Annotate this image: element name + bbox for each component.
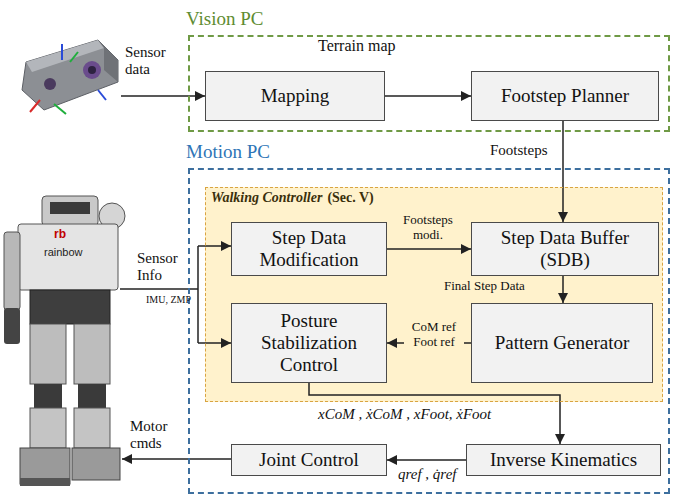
controller-title: Walking Controller (Sec. V) bbox=[211, 190, 379, 206]
edge-label: qref , q̇ref bbox=[398, 466, 456, 483]
connector-arrow bbox=[387, 459, 466, 461]
sensor-wire bbox=[120, 246, 231, 343]
process-box: Inverse Kinematics bbox=[466, 444, 661, 476]
process-box: Joint Control bbox=[231, 444, 387, 476]
connector-arrow bbox=[385, 95, 471, 97]
controller-title-part: Walking Controller bbox=[211, 190, 322, 206]
edge-label: Terrain map bbox=[318, 37, 396, 55]
process-box: Mapping bbox=[205, 71, 385, 121]
process-box: Pattern Generator bbox=[471, 303, 653, 383]
edge-label: Footsteps modi. bbox=[392, 213, 464, 243]
connector-arrow bbox=[387, 248, 471, 250]
sensor-data-arrow bbox=[121, 95, 205, 97]
signal-label: IMU, ZMP bbox=[146, 294, 191, 306]
robot-logo: rb bbox=[54, 228, 66, 242]
connector-arrow bbox=[309, 383, 560, 444]
process-box: Step Data Modification bbox=[231, 222, 387, 276]
process-box: Posture Stabilization Control bbox=[231, 303, 387, 383]
signal-label: Sensor Info bbox=[137, 250, 193, 285]
region-title: Vision PC bbox=[186, 8, 264, 30]
controller-title-part: (Sec. V) bbox=[327, 190, 373, 206]
region-title: Motion PC bbox=[186, 141, 270, 163]
edge-label: CoM ref Foot ref bbox=[404, 320, 464, 350]
process-box: Step Data Buffer (SDB) bbox=[471, 222, 659, 276]
box-label: Step Data Buffer (SDB) bbox=[478, 227, 652, 271]
box-label: Inverse Kinematics bbox=[490, 449, 637, 471]
pc-region: MappingFootstep PlannerVision PC bbox=[188, 35, 670, 132]
edge-label: xCoM , ẋCoM , xFoot, ẋFoot bbox=[318, 406, 491, 423]
process-box: Footstep Planner bbox=[471, 71, 659, 121]
edge-label: Footsteps bbox=[490, 142, 548, 159]
robot-illustration bbox=[4, 196, 125, 486]
box-label: Joint Control bbox=[259, 449, 359, 471]
connector-arrow bbox=[562, 276, 564, 303]
connector-arrow bbox=[562, 121, 564, 222]
camera-illustration bbox=[22, 40, 118, 114]
signal-label: Motor cmds bbox=[130, 418, 186, 453]
box-label: Posture Stabilization Control bbox=[238, 310, 380, 376]
motor-cmd-arrow bbox=[122, 458, 231, 460]
controller-ground bbox=[205, 187, 663, 402]
signal-label: Sensor data bbox=[125, 44, 183, 79]
box-label: Mapping bbox=[261, 85, 330, 107]
box-label: Pattern Generator bbox=[495, 332, 630, 354]
box-label: Footstep Planner bbox=[501, 85, 629, 107]
robot-logo: rainbow bbox=[44, 246, 83, 259]
edge-label: Final Step Data bbox=[444, 279, 525, 294]
box-label: Step Data Modification bbox=[238, 227, 380, 271]
